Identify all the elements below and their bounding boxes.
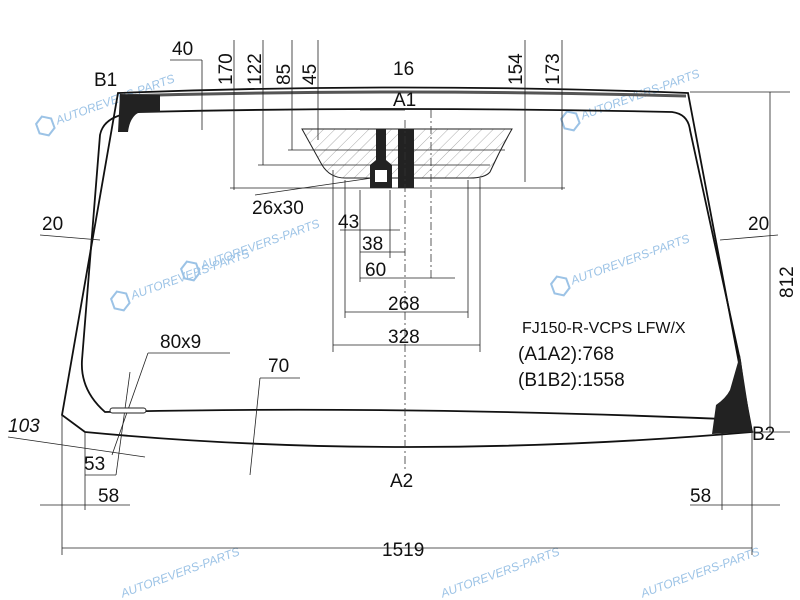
dim-45: 45 xyxy=(300,64,321,85)
watermark: AUTOREVERS-PARTS xyxy=(568,231,692,287)
dim-268: 268 xyxy=(388,294,420,315)
dim-20-left: 20 xyxy=(42,214,63,235)
label-a1: A1 xyxy=(393,90,416,111)
label-a2: A2 xyxy=(390,471,413,492)
b1b2-length: (B1B2):1558 xyxy=(518,370,625,391)
dim-812: 812 xyxy=(777,266,798,298)
dim-38: 38 xyxy=(362,234,383,255)
glass-outer-edge xyxy=(61,86,754,448)
dim-80x9: 80x9 xyxy=(160,332,201,353)
dim-20-right: 20 xyxy=(748,214,769,235)
point-labels: B1 A1 A2 B2 FJ150-R-VCPS LFW/X (A1A2):76… xyxy=(94,70,775,492)
watermark: AUTOREVERS-PARTS xyxy=(638,544,762,600)
dim-43: 43 xyxy=(338,212,359,233)
ceramic-inner-edge xyxy=(81,108,750,421)
label-b2: B2 xyxy=(752,424,775,445)
watermark: AUTOREVERS-PARTS xyxy=(118,544,242,600)
dim-58-left: 58 xyxy=(98,486,119,507)
dim-122: 122 xyxy=(245,53,266,85)
dim-170: 170 xyxy=(216,53,237,85)
dim-58-right: 58 xyxy=(690,486,711,507)
dim-328: 328 xyxy=(388,327,420,348)
watermark: AUTOREVERS-PARTS xyxy=(438,544,562,600)
dim-40: 40 xyxy=(172,39,193,60)
model-code: FJ150-R-VCPS LFW/X xyxy=(522,320,686,337)
watermark: AUTOREVERS-PARTS xyxy=(198,216,322,272)
a1a2-length: (A1A2):768 xyxy=(518,344,614,365)
black-corner-b1 xyxy=(118,94,160,132)
dim-103: 103 xyxy=(8,416,40,437)
dim-154: 154 xyxy=(506,53,527,85)
dim-60: 60 xyxy=(365,260,386,281)
label-b1: B1 xyxy=(94,70,117,91)
dim-16: 16 xyxy=(393,59,414,80)
glass-top-band xyxy=(119,90,687,98)
dim-1519: 1519 xyxy=(382,540,424,561)
vin-window xyxy=(109,407,147,414)
mount-hole xyxy=(375,170,387,182)
dim-85: 85 xyxy=(274,64,295,85)
dim-173: 173 xyxy=(543,53,564,85)
dim-53: 53 xyxy=(84,454,105,475)
sensor-bar xyxy=(398,129,414,188)
dimension-labels: 40 170 122 85 45 16 154 173 26x30 43 38 … xyxy=(8,39,798,561)
dim-26x30: 26x30 xyxy=(252,198,304,219)
dim-70: 70 xyxy=(268,356,289,377)
black-corner-b2 xyxy=(712,355,752,434)
dimension-lines xyxy=(7,40,790,555)
